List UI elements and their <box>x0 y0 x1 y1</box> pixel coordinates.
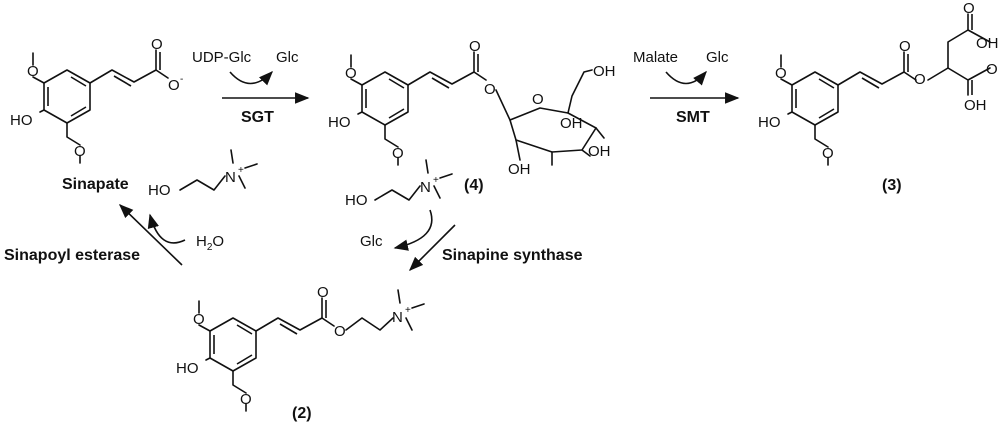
smt-input-label: Malate <box>633 49 678 66</box>
sinapate-ho: HO <box>10 112 33 129</box>
sinapate-o-bottom: O <box>74 143 86 160</box>
compound-4-label: (4) <box>464 177 484 194</box>
c3-acid-o-bottom: O <box>986 61 998 78</box>
synthase-choline-plus: + <box>433 175 439 186</box>
c4-ho: HO <box>328 114 351 131</box>
synthase-choline-ho: HO <box>345 192 368 209</box>
c3-acid-o-top: O <box>963 0 975 17</box>
c2-plus: + <box>405 305 411 316</box>
compound-3-label: (3) <box>882 177 902 194</box>
sinapate-carboxylate-o: O <box>168 77 180 94</box>
esterase-choline-ho: HO <box>148 182 171 199</box>
sinapate-structure: O HO O O O - <box>10 36 183 164</box>
sgt-reaction: UDP-Glc Glc SGT <box>192 49 310 126</box>
c3-carbonyl-o: O <box>899 38 911 55</box>
c4-o-top: O <box>345 65 357 82</box>
c4-o-bottom: O <box>392 145 404 162</box>
c2-o-top: O <box>193 311 205 328</box>
sinapoyl-esterase-label: Sinapoyl esterase <box>4 247 140 264</box>
esterase-water-label: H2O <box>196 233 224 253</box>
esterase-choline-plus: + <box>238 165 244 176</box>
compound-3-structure: O HO O O O O OH OH O <box>758 0 999 166</box>
esterase-choline-n: N <box>225 169 236 186</box>
compound-2-structure: O HO O O O N + <box>176 284 425 412</box>
c2-ester-o: O <box>334 323 346 340</box>
c3-ester-o: O <box>914 71 926 88</box>
c4-oh-3: OH <box>588 143 611 160</box>
c2-carbonyl-o: O <box>317 284 329 301</box>
c2-n: N <box>392 309 403 326</box>
sinapate-o-top: O <box>27 63 39 80</box>
sgt-output-label: Glc <box>276 49 299 66</box>
sgt-input-label: UDP-Glc <box>192 49 252 66</box>
c4-oh-2: OH <box>560 115 583 132</box>
smt-reaction: Malate Glc SMT <box>633 49 740 126</box>
c4-oh-4: OH <box>508 161 531 178</box>
sinapoyl-esterase-reaction: HO N + H2O Sinapoyl esterase <box>4 149 258 266</box>
smt-output-label: Glc <box>706 49 729 66</box>
c3-ho: HO <box>758 114 781 131</box>
sgt-enzyme-label: SGT <box>241 109 274 126</box>
sinapate-label: Sinapate <box>62 176 129 193</box>
synthase-output-label: Glc <box>360 233 383 250</box>
c4-ring-o: O <box>532 91 544 108</box>
c3-oh-bottom: OH <box>964 97 987 114</box>
smt-enzyme-label: SMT <box>676 109 710 126</box>
c4-ester-o: O <box>484 81 496 98</box>
c4-carbonyl-o: O <box>469 38 481 55</box>
c2-o-bottom: O <box>240 391 252 408</box>
compound-4-structure: O HO O O O O OH OH OH OH <box>328 38 616 178</box>
sinapate-carbonyl-o: O <box>151 36 163 53</box>
sinapine-synthase-label: Sinapine synthase <box>442 247 583 264</box>
c2-ho: HO <box>176 360 199 377</box>
c4-oh-1: OH <box>593 63 616 80</box>
c3-o-top: O <box>775 65 787 82</box>
sinapate-charge: - <box>180 74 183 85</box>
c3-oh-top: OH <box>976 35 999 52</box>
compound-2-label: (2) <box>292 405 312 422</box>
c3-o-bottom: O <box>822 145 834 162</box>
sinapine-synthase-reaction: HO N + Glc Sinapine synthase <box>345 159 583 272</box>
synthase-choline-n: N <box>420 179 431 196</box>
